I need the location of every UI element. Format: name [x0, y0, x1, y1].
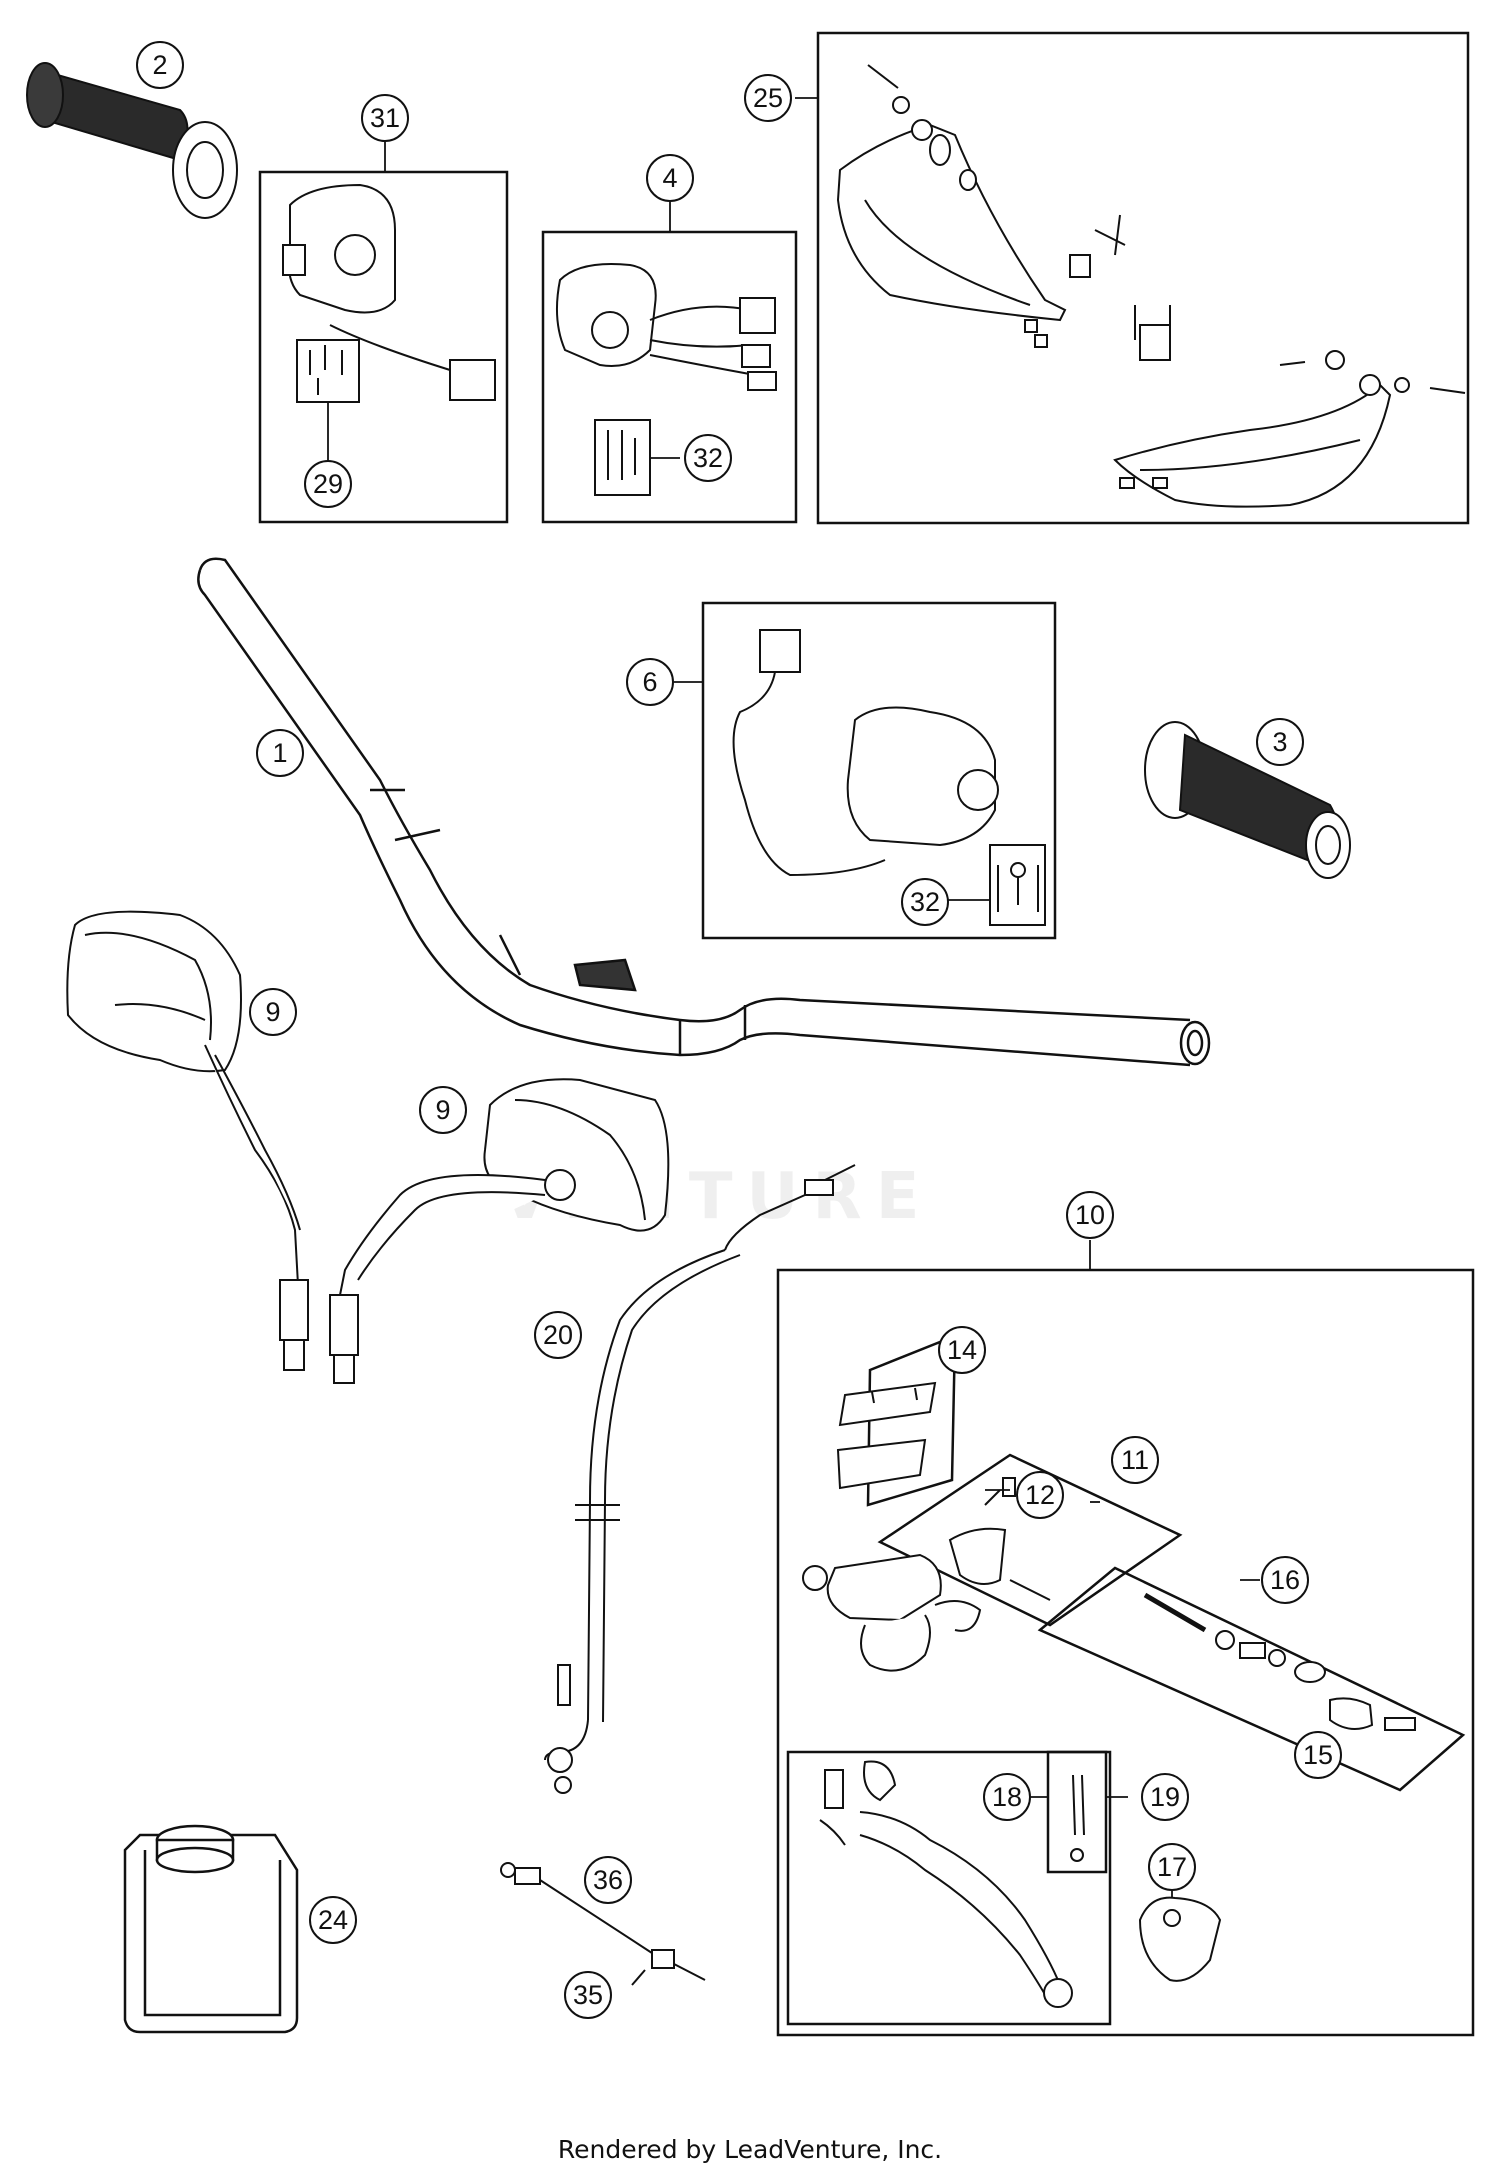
- callouts: [136, 41, 1342, 2019]
- callout-label-25: 25: [753, 83, 783, 113]
- handlebar-1: [197, 557, 1211, 1067]
- callout-25: [744, 74, 792, 122]
- callout-20: [534, 1311, 582, 1359]
- box-11: [877, 1453, 1183, 1627]
- callout-2: [136, 41, 184, 89]
- brake-fluid-can-24: [123, 1824, 299, 2034]
- cover-17: [1138, 1896, 1222, 1982]
- switch-4: [556, 263, 777, 496]
- callout-label-16: 16: [1270, 1565, 1300, 1595]
- callout-label-24: 24: [318, 1905, 348, 1935]
- callout-35: [564, 1971, 612, 2019]
- master-cylinder-10: [802, 1381, 1416, 1731]
- callout-label-31: 31: [370, 103, 400, 133]
- callout-label-15: 15: [1303, 1740, 1333, 1770]
- callout-label-6: 6: [642, 667, 657, 697]
- callout-16: [1261, 1556, 1309, 1604]
- callout-label-18: 18: [992, 1782, 1022, 1812]
- callout-4: [646, 154, 694, 202]
- callout-15: [1294, 1731, 1342, 1779]
- callout-18: [983, 1773, 1031, 1821]
- callout-1: [256, 729, 304, 777]
- callout-label-14: 14: [947, 1335, 977, 1365]
- box-6: [701, 601, 1057, 940]
- callout-31: [361, 94, 409, 142]
- mirror-right-9: [329, 1078, 670, 1384]
- callout-9b: [419, 1086, 467, 1134]
- callout-label-9b: 9: [435, 1095, 450, 1125]
- sensor-36: [500, 1862, 706, 1986]
- callout-6: [626, 658, 674, 706]
- callout-label-32a: 32: [693, 443, 723, 473]
- box-31: [258, 170, 509, 524]
- handguards-25: [836, 64, 1466, 508]
- callout-label-3: 3: [1272, 727, 1287, 757]
- callout-29: [304, 460, 352, 508]
- box-10: [776, 1268, 1475, 2037]
- callout-32a: [684, 434, 732, 482]
- callout-10: [1066, 1191, 1114, 1239]
- callout-12: [1016, 1471, 1064, 1519]
- callout-label-17: 17: [1157, 1852, 1187, 1882]
- box-19: [786, 1750, 1112, 2026]
- callout-24: [309, 1896, 357, 1944]
- callout-3: [1256, 718, 1304, 766]
- callout-label-2: 2: [152, 50, 167, 80]
- callout-label-4: 4: [662, 163, 677, 193]
- hose-20: [544, 1164, 856, 1794]
- callout-label-10: 10: [1075, 1200, 1105, 1230]
- switch-6: [732, 629, 1046, 926]
- callout-label-29: 29: [313, 469, 343, 499]
- grip-left: [26, 62, 238, 219]
- box-16: [1037, 1566, 1466, 1792]
- box-25: [816, 31, 1470, 525]
- grip-right: [1144, 721, 1351, 879]
- footer-credit: Rendered by LeadVenture, Inc.: [557, 2135, 943, 2164]
- callout-label-9a: 9: [265, 997, 280, 1027]
- callout-label-32b: 32: [910, 887, 940, 917]
- switch-31: [282, 183, 496, 403]
- callout-14: [938, 1326, 986, 1374]
- callout-11: [1111, 1436, 1159, 1484]
- lever-19: [819, 1760, 1085, 2008]
- callout-label-12: 12: [1025, 1480, 1055, 1510]
- callout-label-11: 11: [1121, 1445, 1149, 1475]
- mirror-left-9: [66, 910, 309, 1371]
- callout-9a: [249, 988, 297, 1036]
- callout-label-35: 35: [573, 1980, 603, 2010]
- callout-19: [1141, 1773, 1189, 1821]
- callout-label-19: 19: [1150, 1782, 1180, 1812]
- callout-17: [1148, 1843, 1196, 1891]
- callout-label-20: 20: [543, 1320, 573, 1350]
- callout-label-36: 36: [593, 1865, 623, 1895]
- callout-label-1: 1: [272, 738, 287, 768]
- callout-36: [584, 1856, 632, 1904]
- callout-32b: [901, 878, 949, 926]
